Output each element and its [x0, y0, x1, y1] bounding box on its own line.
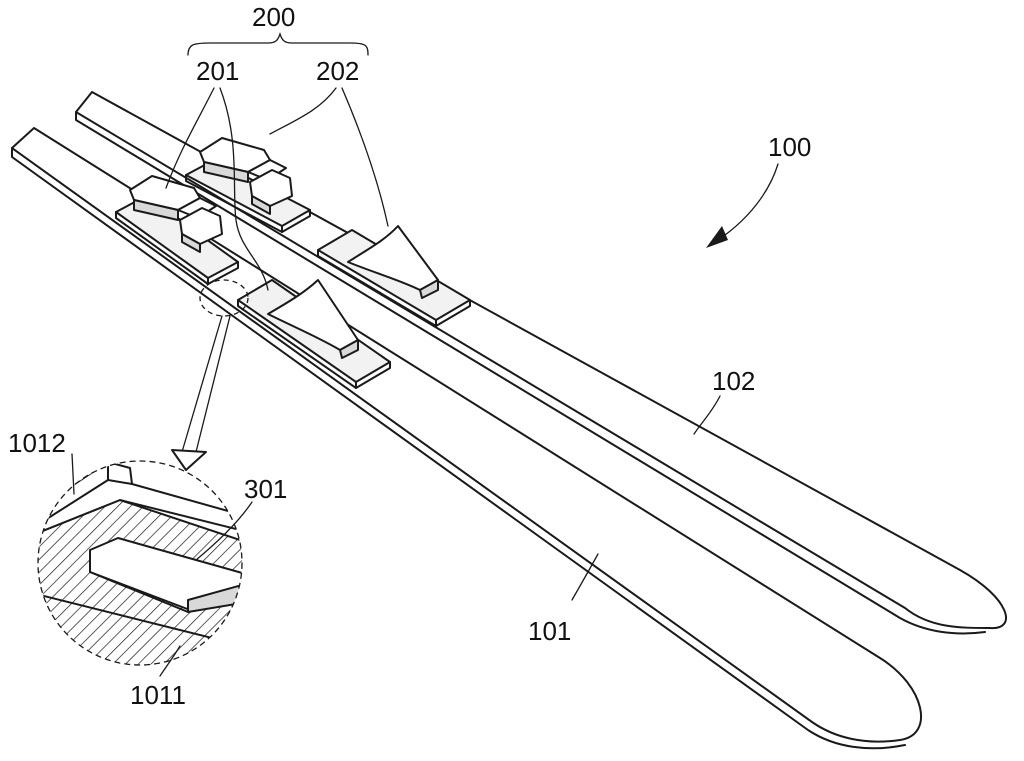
- front-binding-ski-102: [185, 137, 311, 233]
- label-301: 301: [244, 474, 287, 504]
- label-201: 201: [196, 56, 239, 86]
- rear-binding-ski-102: [317, 225, 471, 327]
- leader-lines: [165, 31, 779, 601]
- label-100: 100: [768, 132, 811, 162]
- label-1011: 1011: [130, 680, 186, 710]
- label-200: 200: [252, 2, 295, 32]
- label-1012: 1012: [8, 428, 66, 458]
- rear-binding-ski-101: [237, 279, 391, 389]
- front-binding-ski-101: [115, 175, 239, 285]
- label-102: 102: [712, 366, 755, 396]
- label-101: 101: [528, 616, 571, 646]
- label-202: 202: [316, 56, 359, 86]
- detail-callout: [171, 279, 249, 471]
- ski-102: [75, 91, 1007, 635]
- ski-101: [11, 127, 923, 750]
